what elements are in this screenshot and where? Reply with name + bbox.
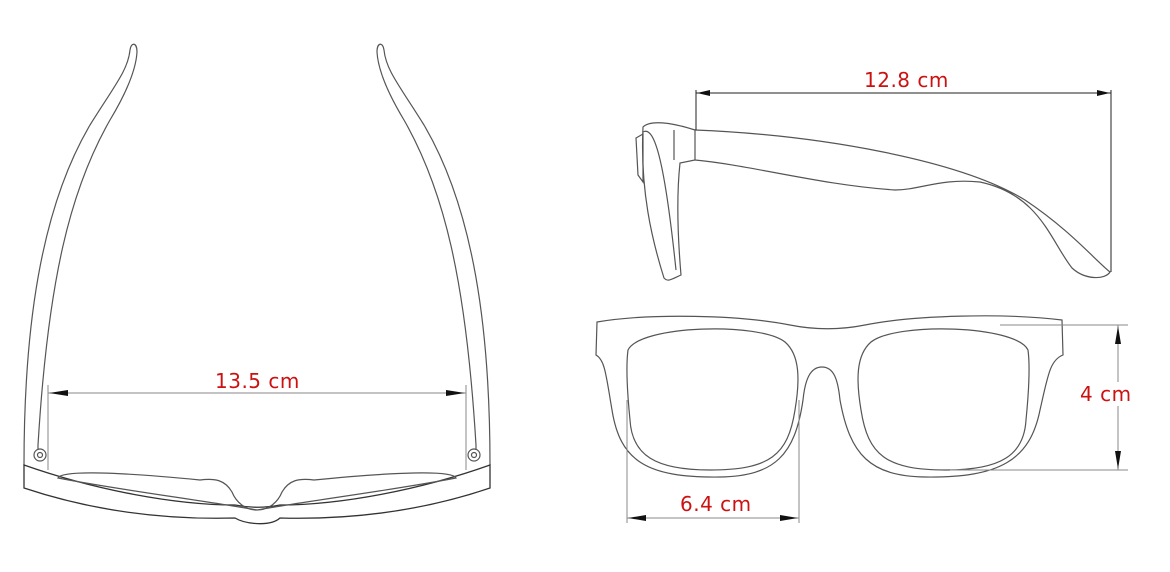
lens-width-label: 6.4 cm [680,492,752,516]
left-temple-arm [23,43,138,466]
front-left-lens [626,328,799,471]
top-right-lens-edge [256,472,457,511]
lens-height-label: 4 cm [1080,382,1132,406]
side-frame-front [641,122,696,281]
temple-length-label: 12.8 cm [864,68,949,92]
arrow-left-icon [628,515,646,521]
arrow-up-icon [1115,326,1121,344]
side-temple-arm [694,129,1111,279]
front-view [595,315,1128,523]
arrow-left-icon [697,90,710,96]
top-width-label: 13.5 cm [215,369,300,393]
top-frame-outer [23,464,491,525]
top-left-lens-edge [57,472,258,511]
front-right-lens [857,328,1030,471]
right-hinge-icon [467,448,481,462]
arrow-left-icon [49,390,68,396]
arrow-down-icon [1115,451,1121,469]
top-view [23,43,491,525]
left-hinge-icon [33,448,47,462]
arrow-right-icon [780,515,798,521]
arrow-right-icon [446,390,465,396]
front-frame-outer [595,315,1064,478]
side-view [635,90,1112,281]
right-temple-arm [376,43,491,466]
arrow-right-icon [1097,90,1110,96]
